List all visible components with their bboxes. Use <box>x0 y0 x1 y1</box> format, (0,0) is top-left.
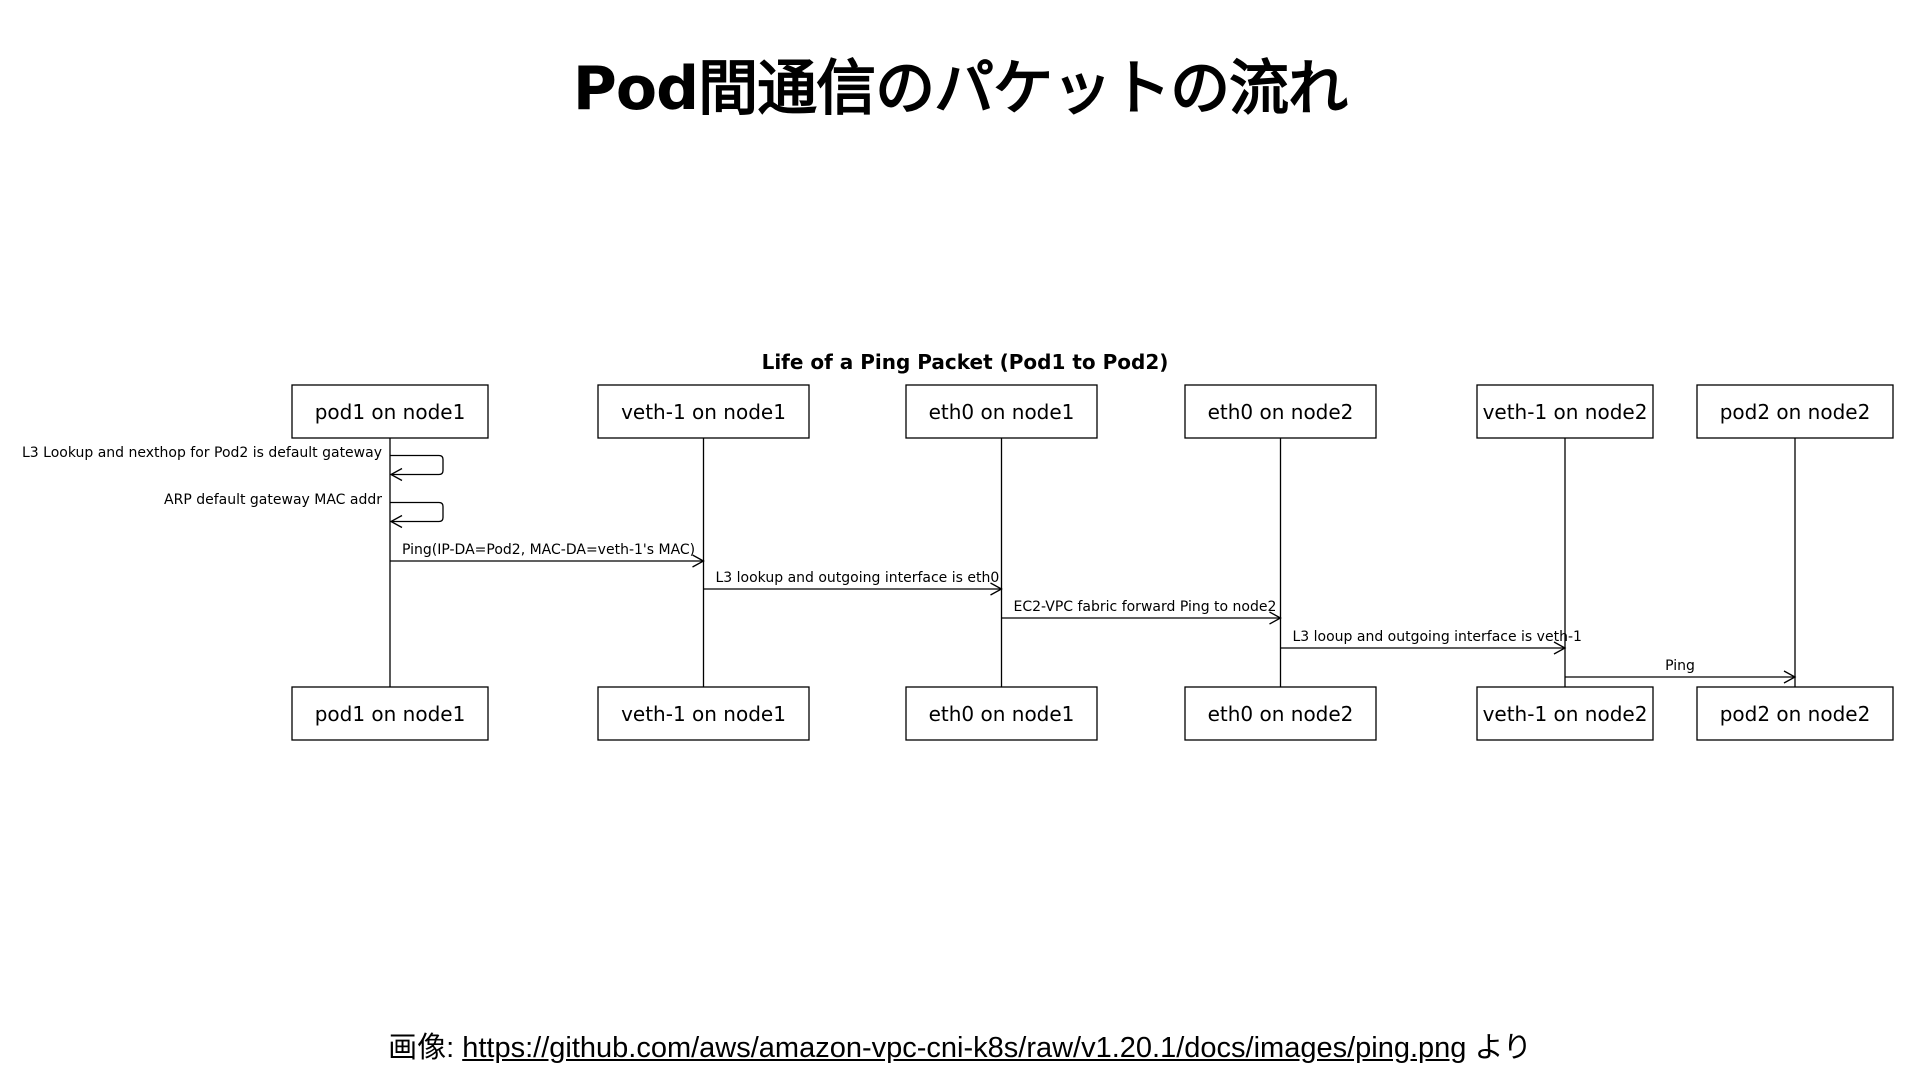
participant-box-bottom: eth0 on node1 <box>905 686 1098 741</box>
message-label: EC2-VPC fabric forward Ping to node2 <box>1014 599 1277 615</box>
participant-label: pod2 on node2 <box>1720 400 1871 424</box>
message-arrow: EC2-VPC fabric forward Ping to node2 <box>1001 599 1282 625</box>
message-arrow: ARP default gateway MAC addr <box>164 492 444 529</box>
message-label: L3 Lookup and nexthop for Pod2 is defaul… <box>22 445 382 461</box>
message-arrow: L3 looup and outgoing interface is veth-… <box>1280 629 1582 655</box>
image-source-caption: 画像: https://github.com/aws/amazon-vpc-cn… <box>0 1024 1920 1066</box>
message-label: Ping <box>1665 658 1695 674</box>
participant-box-top: eth0 on node2 <box>1184 384 1377 439</box>
message-label: Ping(IP-DA=Pod2, MAC-DA=veth-1's MAC) <box>402 542 695 558</box>
participant-label: veth-1 on node1 <box>621 400 786 424</box>
caption-prefix: 画像: <box>388 1032 463 1064</box>
participant-box-bottom: veth-1 on node1 <box>597 686 810 741</box>
participant-label: eth0 on node2 <box>1208 400 1354 424</box>
message-arrow: Ping <box>1565 658 1797 684</box>
message-arrow: L3 Lookup and nexthop for Pod2 is defaul… <box>22 445 444 482</box>
participant-box-top: veth-1 on node1 <box>597 384 810 439</box>
participant-label: veth-1 on node2 <box>1483 702 1648 726</box>
participant-box-top: veth-1 on node2 <box>1476 384 1654 439</box>
participant-box-bottom: eth0 on node2 <box>1184 686 1377 741</box>
message-arrow: L3 lookup and outgoing interface is eth0 <box>703 570 1003 596</box>
caption-suffix: より <box>1466 1032 1532 1064</box>
diagram-title: Life of a Ping Packet (Pod1 to Pod2) <box>762 350 1169 374</box>
participant-label: veth-1 on node1 <box>621 702 786 726</box>
participant-label: pod2 on node2 <box>1720 702 1871 726</box>
message-label: L3 lookup and outgoing interface is eth0 <box>716 570 1000 586</box>
message-label: ARP default gateway MAC addr <box>164 492 382 508</box>
participant-box-top: pod1 on node1 <box>291 384 489 439</box>
participant-label: veth-1 on node2 <box>1483 400 1648 424</box>
participant-label: pod1 on node1 <box>315 702 466 726</box>
participant-label: pod1 on node1 <box>315 400 466 424</box>
participant-label: eth0 on node2 <box>1208 702 1354 726</box>
participant-label: eth0 on node1 <box>929 702 1075 726</box>
source-link[interactable]: https://github.com/aws/amazon-vpc-cni-k8… <box>462 1032 1467 1064</box>
slide-title: Pod間通信のパケットの流れ <box>572 54 1348 124</box>
participant-box-bottom: pod1 on node1 <box>291 686 489 741</box>
participant-box-bottom: pod2 on node2 <box>1696 686 1894 741</box>
participant-box-top: eth0 on node1 <box>905 384 1098 439</box>
sequence-diagram: Life of a Ping Packet (Pod1 to Pod2) pod… <box>22 350 1894 741</box>
message-arrow: Ping(IP-DA=Pod2, MAC-DA=veth-1's MAC) <box>390 542 705 568</box>
participant-box-top: pod2 on node2 <box>1696 384 1894 439</box>
participant-label: eth0 on node1 <box>929 400 1075 424</box>
message-label: L3 looup and outgoing interface is veth-… <box>1293 629 1582 645</box>
participant-box-bottom: veth-1 on node2 <box>1476 686 1654 741</box>
